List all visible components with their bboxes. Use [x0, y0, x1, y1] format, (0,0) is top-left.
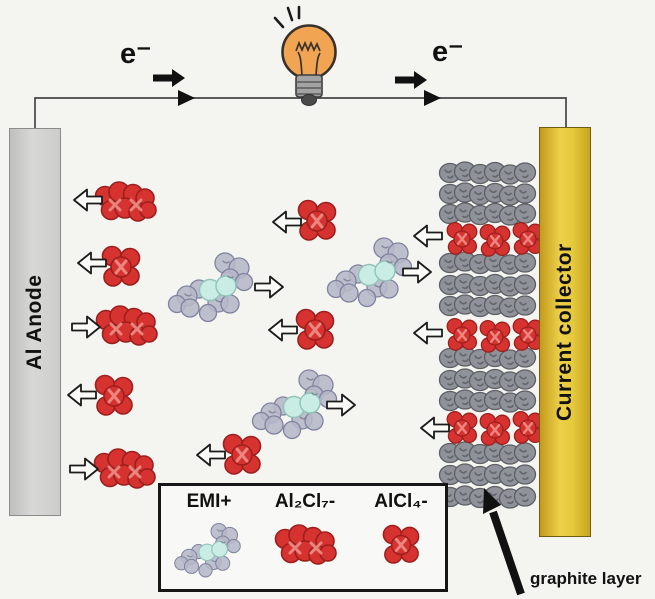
- al-anode-electrode: Al Anode: [9, 128, 61, 516]
- ion-arrow-left-icon: [268, 318, 298, 342]
- ion-arrow-right-icon: [254, 275, 284, 299]
- legend-item-al2cl7: Al₂Cl₇-: [257, 486, 353, 589]
- alcl4-ion: [222, 433, 262, 476]
- graphite-pointer-arrow-icon: [483, 488, 525, 596]
- wire-arrowhead-right-icon: [424, 90, 441, 106]
- al-anode-label: Al Anode: [23, 274, 46, 370]
- emi-cation: [167, 252, 254, 323]
- al2cl7-ion: [95, 304, 159, 347]
- legend-label-alcl4: AlCl₄-: [374, 491, 428, 512]
- ion-arrow-left-icon: [196, 443, 226, 467]
- wire-arrowhead-left-icon: [178, 90, 195, 106]
- electron-flow-arrow-right-icon: [395, 71, 427, 89]
- ion-arrow-left-icon: [272, 210, 302, 234]
- ion-arrow-left-icon: [413, 224, 443, 248]
- electron-label-right: e⁻: [432, 36, 464, 68]
- light-bulb-icon: [273, 5, 337, 106]
- al2cl7-anion-icon: [274, 523, 338, 566]
- current-collector-electrode: Current collector: [539, 127, 591, 537]
- legend-item-emi: EMI+: [161, 486, 257, 589]
- al2cl7-ion: [93, 447, 157, 490]
- alcl4-ion: [295, 308, 335, 351]
- electron-flow-arrow-left-icon: [153, 69, 185, 87]
- emi-cation: [326, 237, 413, 308]
- graphite-layer-caption: graphite layer: [530, 569, 642, 588]
- alcl4-ion: [297, 199, 337, 242]
- legend-label-al2cl7: Al₂Cl₇-: [274, 491, 336, 512]
- electron-label-left: e⁻: [120, 38, 152, 70]
- ion-arrow-left-icon: [413, 321, 443, 345]
- alcl4-anion-icon: [381, 524, 421, 565]
- ion-arrow-left-icon: [420, 416, 450, 440]
- alcl4-ion: [94, 374, 134, 417]
- alcl4-ion: [101, 245, 141, 288]
- ion-arrow-left-icon: [67, 383, 97, 407]
- current-collector-label: Current collector: [553, 243, 576, 421]
- emi-cation-icon: [174, 522, 241, 578]
- al2cl7-ion: [94, 180, 158, 223]
- legend-label-emi: EMI+: [186, 491, 232, 512]
- legend-box: EMI+ Al₂Cl₇- AlCl₄-: [158, 483, 448, 592]
- legend-item-alcl4: AlCl₄-: [353, 486, 449, 589]
- emi-cation: [251, 369, 338, 440]
- circuit-wire: [34, 97, 567, 128]
- graphite-layer-stack: [440, 162, 543, 508]
